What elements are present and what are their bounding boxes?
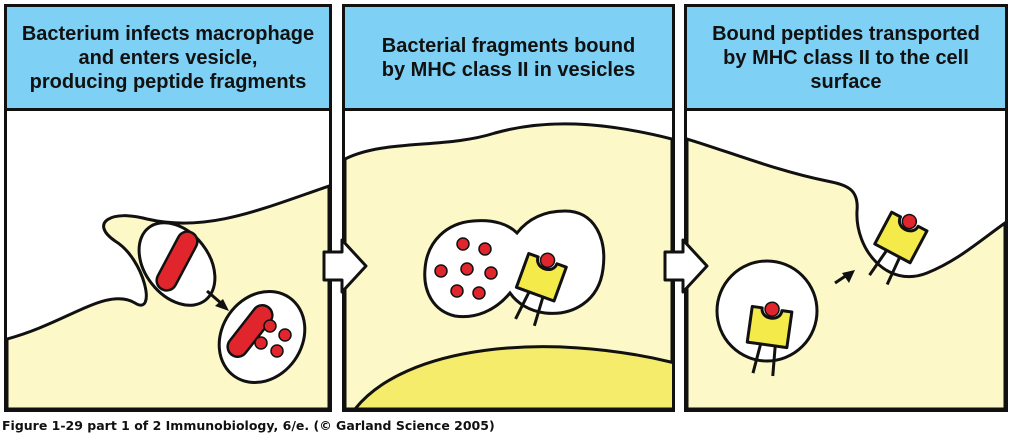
bacterium-icon	[155, 230, 199, 292]
figure-caption: Figure 1-29 part 1 of 2 Immunobiology, 6…	[2, 418, 495, 433]
peptide-icon	[460, 262, 474, 276]
panel-3-illustration	[687, 137, 1005, 409]
panel-1-header: Bacterium infects macrophage and enters …	[7, 7, 329, 111]
peptide-icon	[263, 319, 277, 333]
arrow-right-icon	[663, 238, 709, 294]
panel-1-title: Bacterium infects macrophage and enters …	[21, 22, 315, 93]
panel-1-illustration	[7, 184, 329, 409]
peptide-icon	[472, 286, 486, 300]
peptide-icon	[450, 284, 464, 298]
mhc-class-ii-icon	[514, 251, 568, 327]
peptide-icon	[254, 336, 268, 350]
panel-3-title: Bound peptides transported by MHC class …	[712, 22, 980, 93]
panel-2-illustration	[345, 122, 672, 409]
small-arrow-icon	[834, 270, 855, 285]
panel-2-header: Bacterial fragments bound by MHC class I…	[345, 7, 672, 111]
panel-1: Bacterium infects macrophage and enters …	[4, 4, 332, 412]
peptide-icon	[278, 328, 292, 342]
peptide-icon	[484, 266, 498, 280]
nucleus	[353, 345, 672, 409]
panel-3: Bound peptides transported by MHC class …	[684, 4, 1008, 412]
mhc-class-ii-icon	[745, 301, 794, 377]
peptide-icon	[901, 213, 918, 230]
peptide-icon	[764, 301, 780, 317]
arrow-right-icon	[322, 238, 368, 294]
small-arrow-icon	[206, 289, 229, 311]
peptide-icon	[478, 242, 492, 256]
peptide-icon	[539, 252, 556, 269]
peptide-icon	[270, 344, 284, 358]
panel-2-title: Bacterial fragments bound by MHC class I…	[381, 34, 636, 81]
mhc-class-ii-icon	[868, 210, 929, 286]
peptide-icon	[456, 237, 470, 251]
panel-2: Bacterial fragments bound by MHC class I…	[342, 4, 675, 412]
peptide-icon	[434, 264, 448, 278]
panel-3-header: Bound peptides transported by MHC class …	[687, 7, 1005, 111]
